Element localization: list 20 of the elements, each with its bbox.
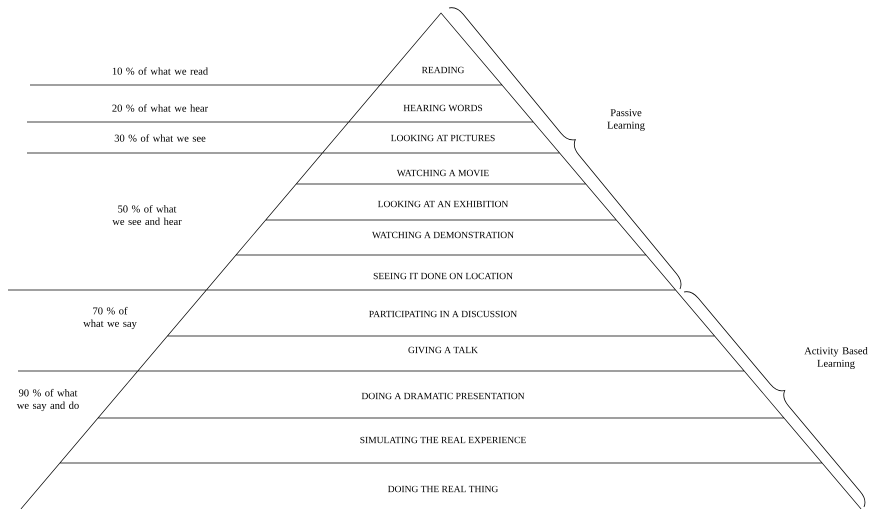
pyramid-layer: DOING A DRAMATIC PRESENTATION bbox=[98, 370, 784, 418]
pyramid-layer: READING bbox=[380, 12, 502, 86]
percentage-label: 70 % of what we say bbox=[83, 306, 137, 330]
pyramid-layer: WATCHING A DEMONSTRATION bbox=[236, 220, 646, 256]
percentage-label: 20 % of what we hear bbox=[112, 104, 208, 112]
pyramid-layer: LOOKING AT PICTURES bbox=[322, 122, 560, 154]
pyramid-layer: PARTICIPATING IN A DISCUSSION bbox=[167, 290, 715, 336]
group-label: Activity Based Learning bbox=[804, 347, 868, 370]
pyramid-layer: HEARING WORDS bbox=[348, 84, 534, 122]
percentage-label: 90 % of what we say and do bbox=[16, 388, 79, 412]
pyramid-layer: GIVING A TALK bbox=[137, 336, 745, 372]
group-label: Passive Learning bbox=[607, 109, 645, 131]
pyramid-layer: LOOKING AT AN EXHIBITION bbox=[265, 184, 617, 220]
pyramid-layer: SIMULATING THE REAL EXPERIENCE bbox=[60, 418, 822, 464]
pyramid-layer: WATCHING A MOVIE bbox=[296, 152, 586, 184]
percentage-label: 30 % of what we see bbox=[114, 134, 206, 142]
percentage-label: 10 % of what we read bbox=[112, 67, 208, 75]
pyramid-layer: DOING THE REAL THING bbox=[20, 462, 862, 509]
percentage-label: 50 % of what we see and hear bbox=[112, 205, 182, 225]
pyramid-layer: SEEING IT DONE ON LOCATION bbox=[206, 254, 676, 290]
